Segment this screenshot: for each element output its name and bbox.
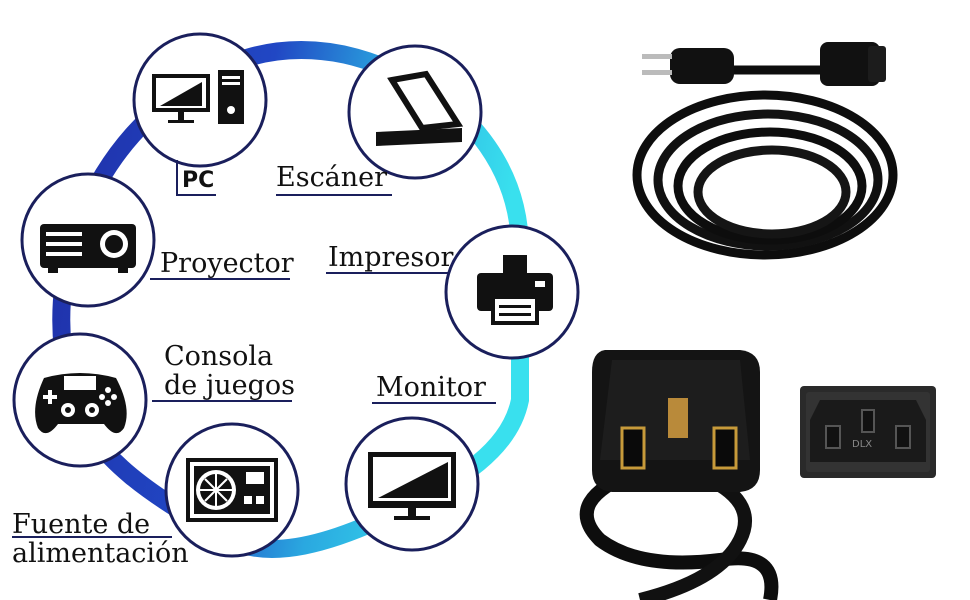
device-circle-printer (444, 224, 580, 360)
label-line-psu (12, 536, 172, 538)
label-printer: Impresor (328, 242, 454, 273)
label-line-pc-v (176, 160, 178, 194)
label-line-monitor (372, 402, 496, 404)
label-scanner: Escáner (276, 162, 388, 193)
label-pc: PC (182, 168, 215, 193)
scanner-icon (376, 70, 464, 146)
device-circle-pc (132, 32, 268, 168)
label-projector: Proyector (160, 248, 294, 279)
label-line-scanner (276, 194, 392, 196)
socket-marking: DLX (852, 439, 873, 450)
monitor-icon (368, 452, 456, 520)
label-psu: Fuente de alimentación (12, 509, 189, 570)
label-line-pc (176, 194, 216, 196)
device-circle-projector (20, 172, 156, 308)
gamepad-icon (35, 373, 127, 434)
desktop-computer-icon (152, 70, 244, 124)
printer-icon (477, 255, 553, 325)
power-cord-photo (632, 42, 898, 260)
label-line-printer (326, 272, 450, 274)
label-monitor: Monitor (376, 372, 486, 403)
device-circle-scanner (347, 44, 483, 180)
iec-c14-socket-photo (800, 386, 936, 478)
iec-c13-connector-photo (579, 350, 779, 600)
label-console: Consola de juegos (164, 341, 295, 402)
projector-icon (40, 224, 136, 273)
device-circle-psu (164, 422, 300, 558)
label-line-console (152, 400, 292, 402)
device-circle-console (12, 332, 148, 468)
device-circle-monitor (344, 416, 480, 552)
power-supply-icon (186, 458, 278, 522)
label-line-projector (150, 278, 290, 280)
